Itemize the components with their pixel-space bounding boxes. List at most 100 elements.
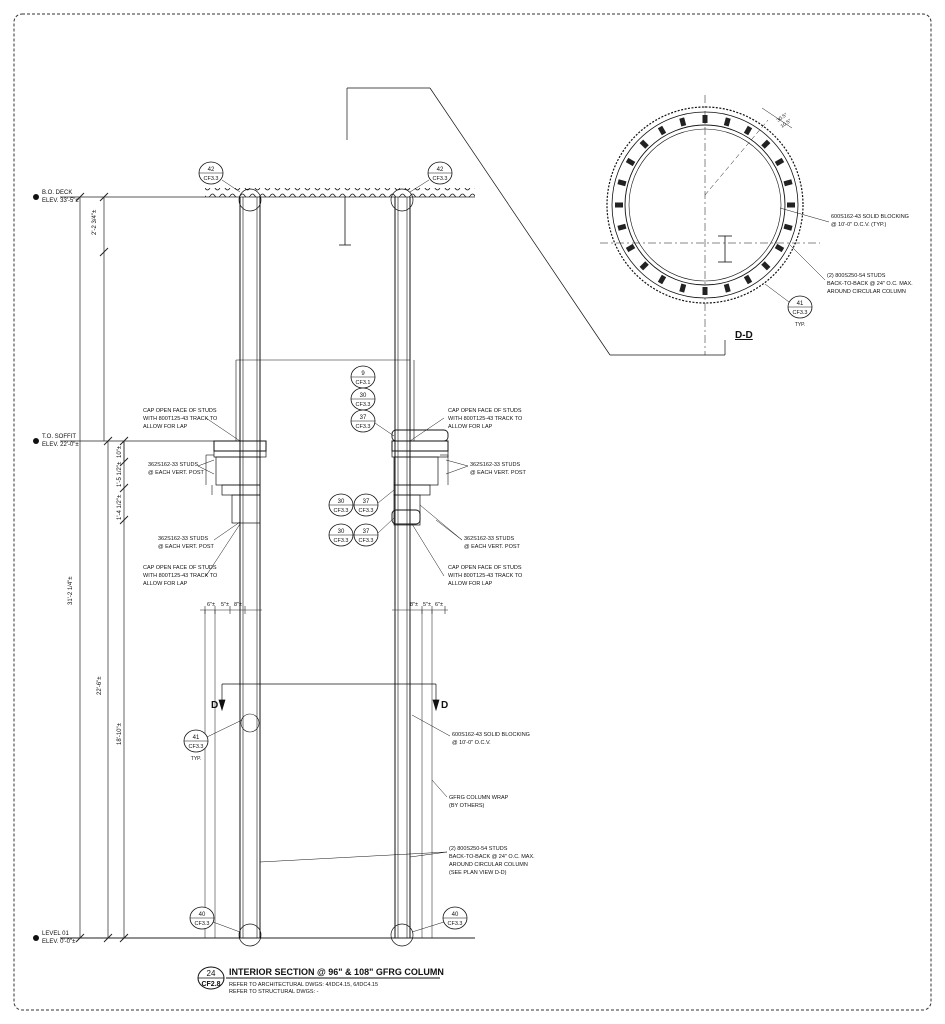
svg-text:@ 10'-0" O.C.V. (TYP.): @ 10'-0" O.C.V. (TYP.) bbox=[831, 222, 887, 228]
dim-label: 31'-2 1/4"± bbox=[68, 576, 74, 605]
width-dim: 6"± bbox=[435, 602, 443, 608]
dim-label: 10"± bbox=[117, 445, 123, 458]
plan-angle: 30.5° bbox=[776, 112, 789, 124]
svg-text:362S162-33 STUDS: 362S162-33 STUDS bbox=[470, 462, 520, 468]
svg-text:AROUND CIRCULAR COLUMN: AROUND CIRCULAR COLUMN bbox=[449, 862, 528, 868]
right-column bbox=[390, 188, 449, 947]
plan-stud bbox=[679, 283, 687, 293]
plan-stud bbox=[787, 202, 795, 208]
svg-text:@ EACH VERT. POST: @ EACH VERT. POST bbox=[148, 470, 205, 476]
svg-text:30: 30 bbox=[360, 393, 367, 399]
note-studs-section: (2) 800S250-54 STUDS BACK-TO-BACK @ 24" … bbox=[449, 846, 535, 876]
svg-text:41: 41 bbox=[193, 735, 200, 741]
svg-text:BACK-TO-BACK @ 24" O.C. MAX.: BACK-TO-BACK @ 24" O.C. MAX. bbox=[449, 854, 535, 860]
svg-text:(2) 800S250-54 STUDS: (2) 800S250-54 STUDS bbox=[827, 273, 886, 279]
level-elev: ELEV. 33'-5"± bbox=[42, 198, 79, 204]
level-name: B.O. DECK bbox=[42, 190, 72, 196]
svg-text:37: 37 bbox=[363, 529, 370, 535]
svg-text:362S162-33 STUDS: 362S162-33 STUDS bbox=[148, 462, 198, 468]
note-leaders bbox=[197, 207, 830, 863]
svg-text:@ 10'-0" O.C.V.: @ 10'-0" O.C.V. bbox=[452, 740, 491, 746]
level-marker-bo-deck: B.O. DECK ELEV. 33'-5"± bbox=[33, 190, 79, 204]
plan-stud bbox=[783, 223, 793, 231]
callout-c40-right: 40 CF3.3 bbox=[411, 906, 468, 933]
svg-text:(SEE PLAN VIEW D-D): (SEE PLAN VIEW D-D) bbox=[449, 870, 507, 876]
plan-stud bbox=[774, 157, 785, 167]
svg-text:CF3.3: CF3.3 bbox=[356, 402, 371, 408]
note-studs-plan: (2) 800S250-54 STUDS BACK-TO-BACK @ 24" … bbox=[827, 273, 913, 295]
svg-text:AROUND CIRCULAR COLUMN: AROUND CIRCULAR COLUMN bbox=[827, 289, 906, 295]
dim-label: 1'-5 1/2"± bbox=[117, 461, 123, 487]
svg-text:600S162-43 SOLID BLOCKING: 600S162-43 SOLID BLOCKING bbox=[831, 214, 909, 220]
svg-text:41: 41 bbox=[797, 301, 804, 307]
width-dims-left bbox=[200, 606, 262, 614]
width-dim: 5"± bbox=[423, 602, 431, 608]
svg-text:CF3.3: CF3.3 bbox=[334, 508, 349, 514]
plan-stud bbox=[743, 274, 753, 285]
callout-c41-left: 41 CF3.3 TYP. bbox=[183, 719, 243, 762]
callout-c9: 9 CF3.1 bbox=[350, 365, 376, 389]
note-gfrg-wrap: GFRG COLUMN WRAP (BY OTHERS) bbox=[449, 795, 509, 809]
callout-c42-left: 42 CF3.3 bbox=[198, 161, 241, 193]
svg-text:CF3.3: CF3.3 bbox=[433, 176, 448, 182]
callout-c30b: 30 CF3.3 bbox=[328, 493, 354, 517]
svg-text:ALLOW FOR LAP: ALLOW FOR LAP bbox=[448, 424, 493, 430]
sheet-border bbox=[13, 13, 932, 1011]
note-cap-bot-right: CAP OPEN FACE OF STUDS WITH 800T125-43 T… bbox=[448, 565, 523, 587]
note-studs-lower-left: 362S162-33 STUDS @ EACH VERT. POST bbox=[158, 536, 215, 550]
callout-c37b: 37 CF3.3 bbox=[353, 489, 395, 517]
plan-studs bbox=[615, 115, 795, 295]
note-struct: REFER TO STRUCTURAL DWGS: - bbox=[229, 989, 319, 995]
svg-text:40: 40 bbox=[452, 912, 459, 918]
callout-c40-left: 40 CF3.3 bbox=[189, 906, 241, 933]
svg-text:TYP.: TYP. bbox=[795, 322, 805, 328]
plan-stud bbox=[723, 117, 731, 127]
svg-text:CAP OPEN FACE OF STUDS: CAP OPEN FACE OF STUDS bbox=[143, 408, 217, 414]
left-column bbox=[204, 188, 410, 947]
plan-stud bbox=[723, 283, 731, 293]
callout-c30c: 30 CF3.3 bbox=[328, 523, 354, 547]
width-dim: 5"± bbox=[221, 602, 229, 608]
section-cut-line bbox=[218, 683, 440, 712]
svg-text:CF3.3: CF3.3 bbox=[195, 921, 210, 927]
svg-text:30: 30 bbox=[338, 529, 345, 535]
projection-lines bbox=[346, 87, 726, 356]
svg-text:WITH 800T125-43 TRACK TO: WITH 800T125-43 TRACK TO bbox=[448, 416, 523, 422]
svg-text:362S162-33 STUDS: 362S162-33 STUDS bbox=[158, 536, 208, 542]
callout-c37a: 37 CF3.3 bbox=[350, 409, 395, 437]
plan-stud bbox=[625, 243, 636, 253]
svg-text:362S162-33 STUDS: 362S162-33 STUDS bbox=[464, 536, 514, 542]
level-marker-level-01: LEVEL 01 ELEV. 0'-0"± bbox=[33, 931, 76, 945]
plan-stud bbox=[639, 261, 649, 271]
steel-beam bbox=[339, 197, 351, 246]
plan-stud bbox=[679, 117, 687, 127]
note-blocking-section: 600S162-43 SOLID BLOCKING @ 10'-0" O.C.V… bbox=[452, 732, 530, 746]
title-block: 24 CF2.8 INTERIOR SECTION @ 96" & 108" G… bbox=[197, 966, 444, 995]
plan-stud bbox=[743, 125, 753, 136]
plan-label: D-D bbox=[735, 330, 753, 341]
level-marker-to-soffit: T.O. SOFFIT ELEV. 22'-0"± bbox=[33, 434, 79, 448]
svg-text:@ EACH VERT. POST: @ EACH VERT. POST bbox=[158, 544, 215, 550]
note-blocking-plan: 600S162-43 SOLID BLOCKING @ 10'-0" O.C.V… bbox=[831, 214, 909, 228]
callout-c37c: 37 CF3.3 bbox=[353, 517, 395, 547]
svg-text:GFRG COLUMN WRAP: GFRG COLUMN WRAP bbox=[449, 795, 509, 801]
plan-stud bbox=[657, 274, 667, 285]
dim-label: 22'-6"± bbox=[97, 676, 103, 695]
note-studs-lower-right: 362S162-33 STUDS @ EACH VERT. POST bbox=[464, 536, 521, 550]
svg-text:CF3.3: CF3.3 bbox=[334, 538, 349, 544]
dim-label: 18'-10"± bbox=[117, 722, 123, 745]
level-name: LEVEL 01 bbox=[42, 931, 69, 937]
note-cap-top-left: CAP OPEN FACE OF STUDS WITH 800T125-43 T… bbox=[143, 408, 218, 430]
level-name: T.O. SOFFIT bbox=[42, 434, 76, 440]
svg-text:37: 37 bbox=[360, 415, 367, 421]
callout-c30a: 30 CF3.3 bbox=[350, 387, 376, 411]
dim-label: 1'-4 1/2"± bbox=[117, 494, 123, 520]
level-elev: ELEV. 0'-0"± bbox=[42, 939, 76, 945]
plan-stud bbox=[761, 139, 771, 149]
callout-c41-plan: 41 CF3.3 TYP. bbox=[764, 283, 813, 328]
width-dim: 8"± bbox=[234, 602, 242, 608]
svg-text:9: 9 bbox=[361, 371, 365, 377]
note-cap-top-right: CAP OPEN FACE OF STUDS WITH 800T125-43 T… bbox=[448, 408, 523, 430]
